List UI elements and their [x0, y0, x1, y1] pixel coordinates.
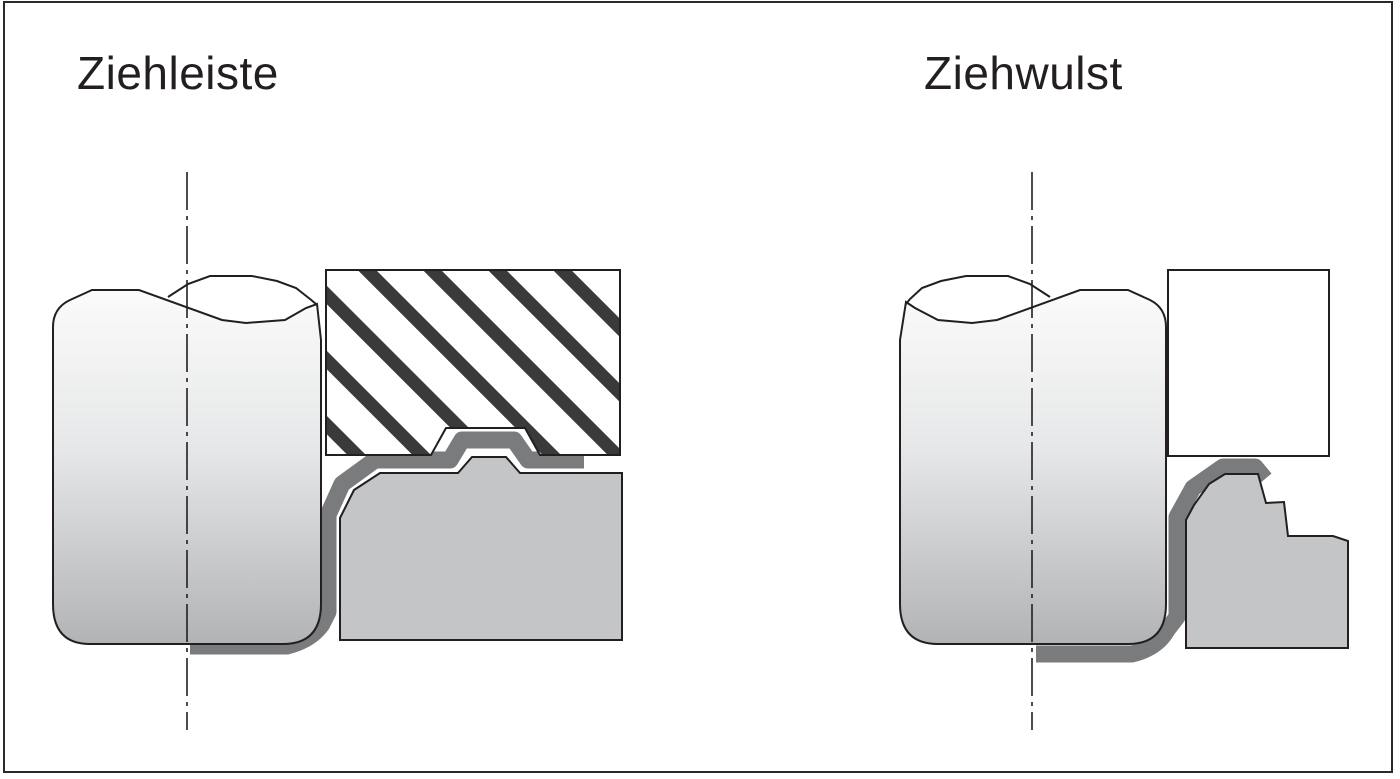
lower-die-right	[1185, 473, 1349, 649]
drum-top-back-right	[905, 275, 1051, 305]
drum-body-right	[899, 289, 1167, 645]
lower-die-left	[339, 456, 623, 641]
sheet-metal-strip-right	[1036, 458, 1272, 663]
ziehwulst-assembly	[899, 172, 1349, 730]
ziehleiste-assembly	[52, 172, 623, 730]
label-ziehwulst: Ziehwulst	[924, 47, 1123, 99]
drum-right	[899, 275, 1167, 645]
upper-die-right	[1167, 269, 1330, 457]
drum-top-back-left	[167, 275, 317, 305]
hatched-draw-bead	[325, 269, 621, 456]
label-ziehleiste: Ziehleiste	[77, 47, 279, 99]
